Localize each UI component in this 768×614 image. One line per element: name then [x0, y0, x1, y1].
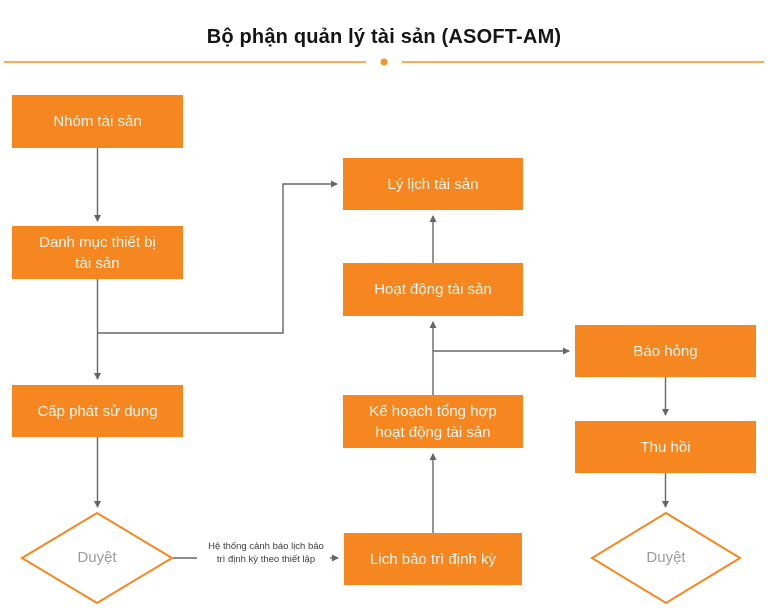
decision-diamond-right — [590, 511, 742, 605]
decision-diamond-left — [20, 511, 174, 605]
node-cap-phat-su-dung: Cấp phát sử dụng — [12, 385, 183, 437]
node-label: Lịch bảo trì định kỳ — [370, 550, 496, 568]
node-label: Lý lịch tài sản — [387, 175, 479, 193]
node-hoat-dong-tai-san: Hoạt động tài sản — [343, 263, 523, 316]
node-label: Nhóm tài sản — [53, 113, 142, 130]
node-bao-hong: Báo hỏng — [575, 325, 756, 377]
node-label: Cấp phát sử dụng — [37, 402, 158, 420]
header-rule-dot — [380, 58, 388, 66]
node-danh-muc-thiet-bi-tai-san: Danh mục thiết bị tài sản — [12, 226, 183, 279]
node-label: Kế hoạch tổng hợp hoạt động tài sản — [369, 402, 497, 441]
decision-label-duyet-right: Duyệt — [646, 549, 686, 566]
arrow-danhmuc-to-lylich — [97, 180, 338, 334]
node-label: Báo hỏng — [633, 342, 698, 360]
node-label: Hoạt động tài sản — [374, 281, 492, 298]
maintenance-alert-note: Hệ thống cảnh báo lịch bảo trì định kỳ t… — [208, 541, 324, 565]
node-label: Danh mục thiết bị tài sản — [39, 233, 156, 272]
node-ly-lich-tai-san: Lý lịch tài sản — [343, 158, 523, 210]
node-nhom-tai-san: Nhóm tài sản — [12, 95, 183, 148]
node-lich-bao-tri-dinh-ky: Lịch bảo trì định kỳ — [344, 533, 522, 585]
node-ke-hoach-tong-hop-hoat-dong-tai-san: Kế hoạch tổng hợp hoạt động tài sản — [343, 395, 523, 448]
node-label: Thu hồi — [640, 438, 691, 456]
decision-label-duyet-left: Duyệt — [77, 549, 117, 566]
page-title: Bộ phận quản lý tài sản (ASOFT-AM) — [206, 26, 562, 48]
node-thu-hoi: Thu hồi — [575, 421, 756, 473]
